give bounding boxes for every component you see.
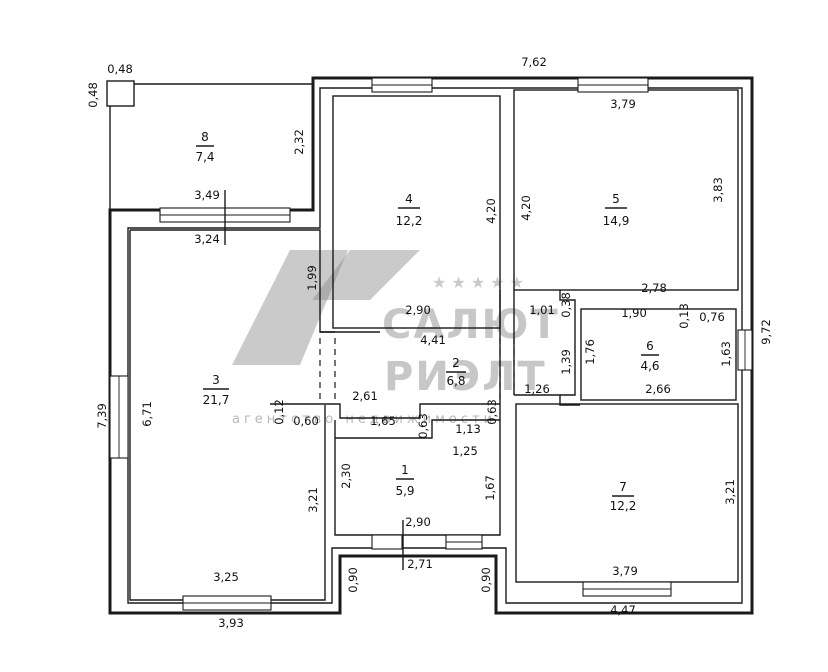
dim-r2-c: 1,39 — [559, 349, 573, 375]
room-5-outline — [513, 89, 739, 291]
dim-porch-l: 0,90 — [346, 567, 360, 593]
dim-r2-w: 4,41 — [420, 333, 446, 347]
dim-r2-d: 1,26 — [524, 382, 550, 396]
dim-r5-left: 4,20 — [519, 195, 533, 221]
dim-r2-k: 0,63 — [485, 399, 499, 425]
dim-r8-w: 3,49 — [194, 188, 220, 202]
room-5-number: 5 — [612, 192, 620, 206]
watermark-line-1: САЛЮТ — [382, 302, 560, 348]
dim-r2-l: 1,25 — [452, 444, 478, 458]
dim-r2-a: 1,01 — [529, 303, 555, 317]
room-6-number: 6 — [646, 339, 654, 353]
room-2-area: 6,8 — [446, 374, 465, 388]
dim-r4-h: 4,20 — [484, 198, 498, 224]
dim-r7-h: 3,21 — [723, 479, 737, 505]
dim-r1-r: 1,67 — [483, 475, 497, 501]
dim-r2-g: 0,60 — [293, 414, 319, 428]
watermark-tagline: агентство недвижимости — [232, 412, 496, 427]
dim-pillar-h: 0,48 — [86, 82, 100, 108]
room-4-area: 12,2 — [396, 214, 423, 228]
dim-r8-h: 2,32 — [292, 129, 306, 155]
dim-r3-h: 6,71 — [140, 401, 154, 427]
dimension-labels: 7,62 0,48 0,48 2,32 3,49 3,24 1,99 4,20 … — [86, 55, 773, 630]
dim-r1-h: 2,30 — [339, 463, 353, 489]
dim-top-total: 7,62 — [521, 55, 547, 69]
dim-r3-step: 1,99 — [305, 265, 319, 291]
dim-r2-b: 0,38 — [559, 292, 573, 318]
room-1-number: 1 — [401, 463, 409, 477]
watermark-stars: ★ ★ ★ ★ ★ — [432, 273, 524, 292]
room-3-area: 21,7 — [203, 393, 230, 407]
dim-r2-i: 0,63 — [416, 413, 430, 439]
dim-r6-a: 0,13 — [677, 303, 691, 329]
dim-r2-h: 1,65 — [370, 414, 396, 428]
dim-r6-left: 1,76 — [583, 339, 597, 365]
dim-r6-bottom: 2,66 — [645, 382, 671, 396]
room-4-outline — [332, 95, 501, 329]
dim-left-total: 7,39 — [95, 403, 109, 429]
dim-r6-top: 1,90 — [621, 306, 647, 320]
room-8-number: 8 — [201, 130, 209, 144]
watermark-logo-shape — [232, 250, 348, 365]
room-7-area: 12,2 — [610, 499, 637, 513]
room-8-area: 7,4 — [195, 150, 214, 164]
room-6-outline — [580, 308, 737, 401]
dim-r3-lower: 3,21 — [306, 487, 320, 513]
room-4-number: 4 — [405, 192, 413, 206]
dim-r1-w: 2,90 — [405, 515, 431, 529]
dim-r5-right: 3,83 — [711, 177, 725, 203]
room-6-area: 4,6 — [640, 359, 659, 373]
dim-pillar-w: 0,48 — [107, 62, 133, 76]
dim-r3-bottom: 3,25 — [213, 570, 239, 584]
dim-porch-r: 0,90 — [479, 567, 493, 593]
dim-bottom-left: 3,93 — [218, 616, 244, 630]
room-1-area: 5,9 — [395, 484, 414, 498]
dim-r6-b: 0,76 — [699, 310, 725, 324]
room-2-number: 2 — [452, 356, 460, 370]
dim-r5-bottom: 2,78 — [641, 281, 667, 295]
watermark: ★ ★ ★ ★ ★ САЛЮТ РИЭЛТ агентство недвижим… — [232, 250, 560, 427]
dim-r2-f: 0,12 — [272, 399, 286, 425]
door-room1 — [371, 534, 403, 550]
dim-r7-w: 3,79 — [612, 564, 638, 578]
dim-r2-j: 1,13 — [455, 422, 481, 436]
dim-right-total: 9,72 — [759, 319, 773, 345]
watermark-logo-shape-2 — [312, 250, 420, 300]
dim-r4-w: 2,90 — [405, 303, 431, 317]
room-5-area: 14,9 — [603, 214, 630, 228]
room-7-outline — [515, 403, 739, 583]
room-7-number: 7 — [619, 480, 627, 494]
dim-bottom-right: 4,47 — [610, 603, 636, 617]
watermark-line-2: РИЭЛТ — [384, 354, 547, 400]
dim-r2-e: 2,61 — [352, 389, 378, 403]
dim-r6-right: 1,63 — [719, 341, 733, 367]
dim-r5-top: 3,79 — [610, 97, 636, 111]
pillar — [106, 80, 135, 107]
room-labels: 8 7,4 4 12,2 5 14,9 3 21,7 2 6,8 6 4,6 1… — [195, 130, 659, 513]
dim-r3-top: 3,24 — [194, 232, 220, 246]
room-3-number: 3 — [212, 373, 220, 387]
dim-porch-w: 2,71 — [407, 557, 433, 571]
